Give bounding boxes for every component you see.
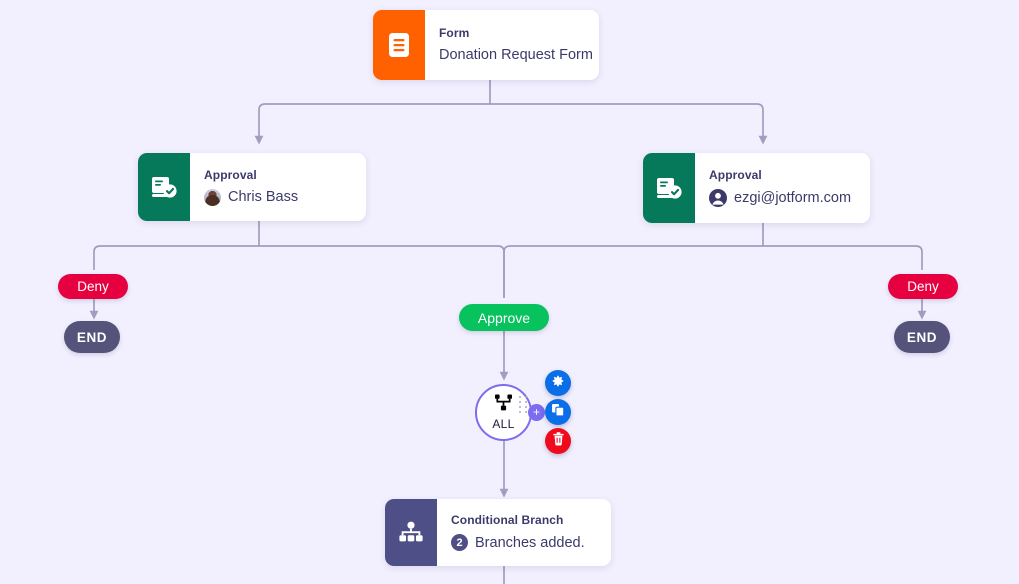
- node-approval-left-assignee-row: Chris Bass: [204, 188, 350, 206]
- form-document-icon: [373, 10, 425, 80]
- badge-end-left[interactable]: END: [64, 321, 120, 353]
- node-approval-left-assignee: Chris Bass: [228, 189, 299, 205]
- merge-junction-icon: [494, 394, 513, 416]
- badge-deny-right[interactable]: Deny: [888, 274, 958, 299]
- person-circle-icon: [709, 189, 727, 207]
- node-approval-right-body: Approval ezgi@jotform.com: [695, 153, 870, 223]
- delete-button[interactable]: [545, 428, 571, 454]
- node-approval-left[interactable]: Approval Chris Bass: [138, 153, 366, 221]
- badge-deny-left[interactable]: Deny: [58, 274, 128, 299]
- node-approval-left-body: Approval Chris Bass: [190, 153, 366, 221]
- node-approval-right-assignee: ezgi@jotform.com: [734, 190, 852, 206]
- node-form-type: Form: [439, 26, 470, 40]
- settings-gear-icon: [551, 374, 565, 393]
- node-approval-right[interactable]: Approval ezgi@jotform.com: [643, 153, 870, 223]
- hierarchy-branch-icon: [385, 499, 437, 566]
- duplicate-copy-icon: [551, 403, 565, 422]
- drag-handle[interactable]: [519, 396, 528, 414]
- settings-button[interactable]: [545, 370, 571, 396]
- node-conditional-branch-type: Conditional Branch: [451, 513, 564, 527]
- add-step-button[interactable]: +: [528, 404, 545, 421]
- approval-check-icon: [643, 153, 695, 223]
- node-conditional-branch-summary-row: 2 Branches added.: [451, 534, 595, 551]
- badge-approve[interactable]: Approve: [459, 304, 549, 331]
- node-conditional-branch[interactable]: Conditional Branch 2 Branches added.: [385, 499, 611, 566]
- branch-count-badge: 2: [451, 534, 468, 551]
- node-conditional-branch-summary: Branches added.: [475, 534, 585, 551]
- avatar: [204, 188, 221, 206]
- delete-trash-icon: [552, 431, 565, 451]
- node-form[interactable]: Form Donation Request Form: [373, 10, 599, 80]
- node-conditional-branch-body: Conditional Branch 2 Branches added.: [437, 499, 611, 566]
- node-merge-all-label: ALL: [492, 417, 515, 431]
- node-form-name: Donation Request Form: [439, 47, 593, 63]
- duplicate-button[interactable]: [545, 399, 571, 425]
- approval-check-icon: [138, 153, 190, 221]
- node-form-body: Form Donation Request Form: [425, 10, 599, 80]
- badge-end-right[interactable]: END: [894, 321, 950, 353]
- node-approval-right-type: Approval: [709, 168, 762, 182]
- node-approval-right-assignee-row: ezgi@jotform.com: [709, 189, 854, 207]
- node-approval-left-type: Approval: [204, 167, 257, 182]
